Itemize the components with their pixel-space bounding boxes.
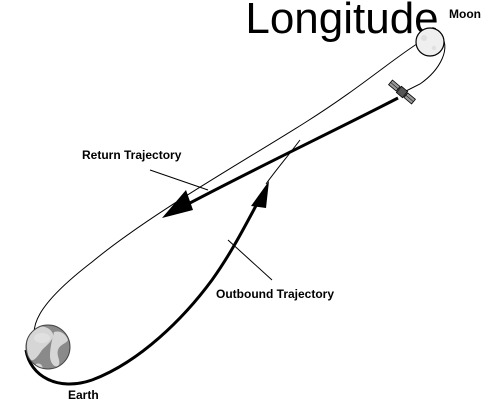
moon-label: Moon bbox=[449, 7, 481, 21]
outbound-trajectory-label: Outbound Trajectory bbox=[216, 287, 334, 301]
globe-icon bbox=[25, 324, 71, 370]
moon-icon bbox=[415, 27, 445, 57]
earth-label: Earth bbox=[68, 388, 99, 402]
return-trajectory-label: Return Trajectory bbox=[82, 148, 182, 162]
return-trajectory-arrowhead bbox=[162, 190, 193, 218]
outbound-trajectory-leader bbox=[227, 239, 273, 281]
return-trajectory-leader bbox=[149, 169, 209, 191]
satellite-icon bbox=[388, 79, 416, 105]
return-trajectory-line bbox=[187, 96, 399, 206]
inner-trajectory-loop bbox=[33, 41, 421, 353]
outbound-trajectory-line bbox=[24, 201, 260, 386]
outbound-trajectory-arrowhead bbox=[251, 181, 269, 208]
outbound-upper-thin-segment bbox=[265, 139, 301, 185]
diagram-title: Longitude bbox=[245, 0, 438, 43]
